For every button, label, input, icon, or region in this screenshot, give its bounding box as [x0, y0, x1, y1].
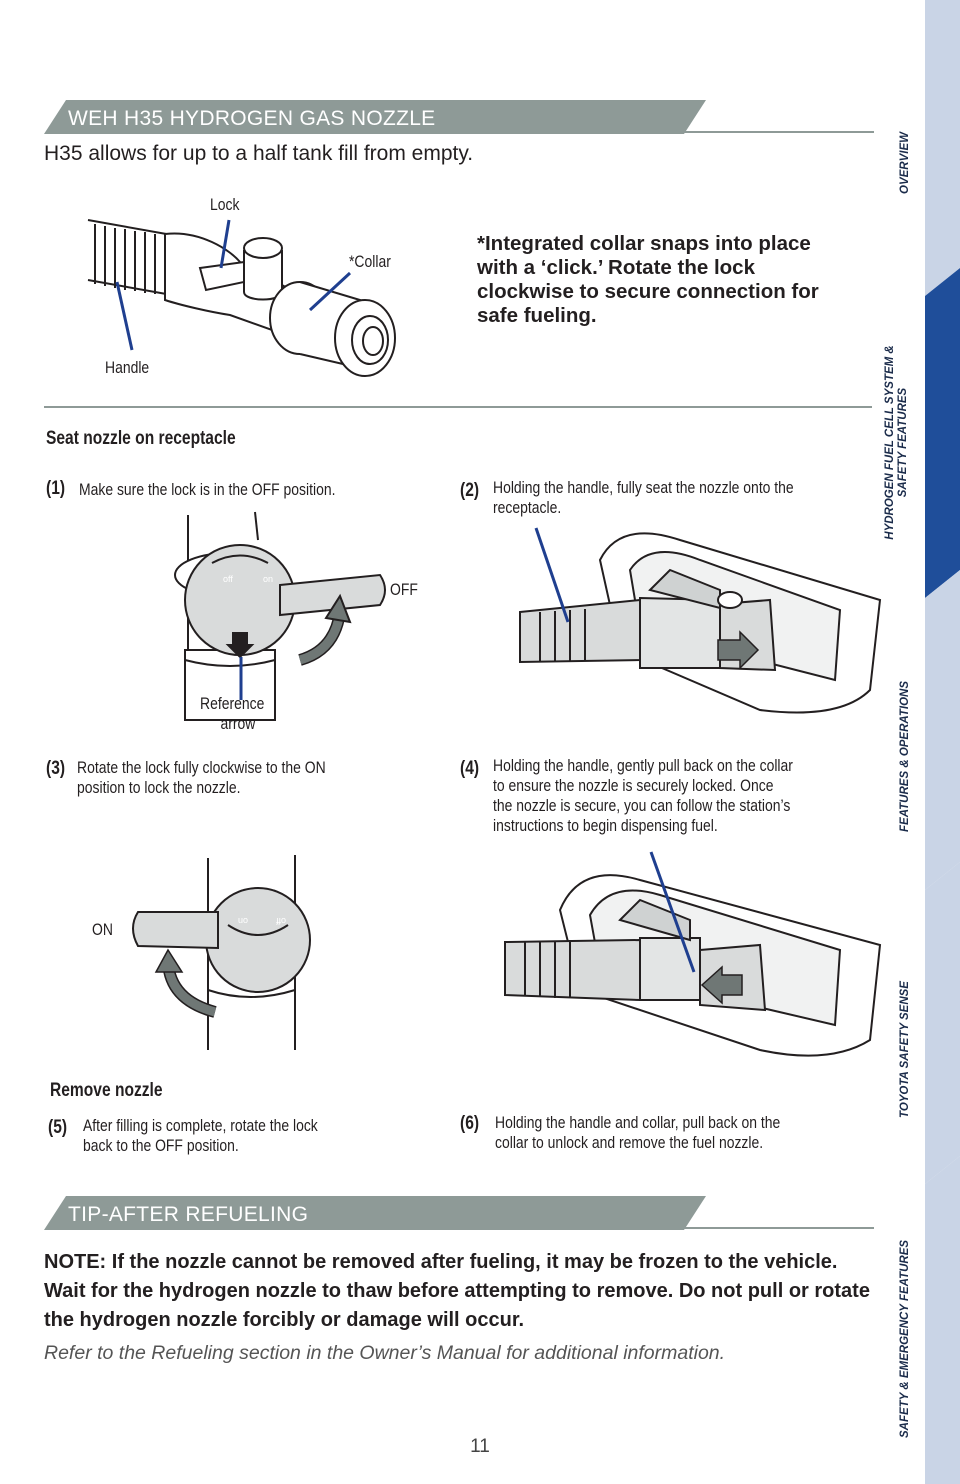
side-tab-bg	[925, 570, 960, 890]
step-line: position to lock the nozzle.	[77, 778, 241, 797]
banner-rule	[684, 131, 874, 133]
owners-manual-reference: Refer to the Refueling section in the Ow…	[44, 1342, 726, 1364]
lock-label: Lock	[210, 195, 240, 214]
side-nav	[925, 0, 960, 1484]
section-banner-nozzle: WEH H35 HYDROGEN GAS NOZZLE	[44, 100, 874, 134]
step-number: (5)	[48, 1117, 68, 1138]
step-line: Holding the handle and collar, pull back…	[495, 1113, 781, 1132]
step-text: Holding the handle and collar, pull back…	[495, 1113, 780, 1153]
banner-band	[44, 1196, 706, 1230]
collar-note-line: safe fueling.	[477, 304, 597, 327]
reference-arrow-line: Reference	[200, 694, 265, 713]
step-line: Make sure the lock is in the OFF positio…	[79, 480, 336, 499]
dial-off-text: off	[276, 916, 286, 926]
step-text: Holding the handle, gently pull back on …	[493, 756, 793, 836]
section-title: TIP-AFTER REFUELING	[68, 1203, 309, 1226]
on-label: ON	[92, 920, 113, 939]
step-line: the nozzle is secure, you can follow the…	[493, 796, 791, 815]
side-tab-bg	[925, 0, 960, 296]
handle-label: Handle	[105, 358, 150, 377]
collar-note: *Integrated collar snaps into place with…	[477, 232, 877, 328]
step-number: (6)	[460, 1113, 480, 1134]
step-line: Holding the handle, gently pull back on …	[493, 756, 793, 775]
step-text: Rotate the lock fully clockwise to the O…	[77, 758, 326, 798]
step-text: Holding the handle, fully seat the nozzl…	[493, 478, 794, 518]
side-nav-item-hydrogen-fuel-cell[interactable]: HYDROGEN FUEL CELL SYSTEM & SAFETY FEATU…	[884, 330, 910, 555]
side-nav-item-features-operations[interactable]: FEATURES & OPERATIONS	[899, 681, 911, 832]
step-line: After filling is complete, rotate the lo…	[83, 1116, 318, 1135]
remove-heading: Remove nozzle	[50, 1080, 163, 1101]
section-title: WEH H35 HYDROGEN GAS NOZZLE	[68, 107, 436, 130]
banner-band	[44, 100, 706, 134]
side-nav-item-toyota-safety-sense[interactable]: TOYOTA SAFETY SENSE	[899, 981, 911, 1118]
step-number: (2)	[460, 480, 480, 501]
page-number: 11	[470, 1436, 490, 1457]
step-line: to ensure the nozzle is securely locked.…	[493, 776, 774, 795]
seat-heading: Seat nozzle on receptacle	[46, 428, 236, 449]
step-line: instructions to begin dispensing fuel.	[493, 816, 718, 835]
side-tab-bg	[925, 862, 960, 1184]
step-number: (3)	[46, 758, 66, 779]
off-label: OFF	[390, 580, 418, 599]
step-line: receptacle.	[493, 498, 562, 517]
step-number: (1)	[46, 478, 66, 499]
step-number: (4)	[460, 758, 480, 779]
reference-arrow-line: arrow	[220, 714, 256, 733]
reference-arrow-label: Reference arrow	[200, 694, 264, 734]
frozen-nozzle-note: NOTE: If the nozzle cannot be removed af…	[44, 1251, 870, 1331]
dial-on-text: on	[238, 916, 248, 926]
banner-rule	[684, 1227, 874, 1229]
collar-note-line: with a ‘click.’ Rotate the lock	[477, 256, 755, 279]
collar-note-line: clockwise to secure connection for	[477, 280, 819, 303]
step-text: Make sure the lock is in the OFF positio…	[79, 480, 335, 500]
intro-text: H35 allows for up to a half tank fill fr…	[44, 142, 474, 165]
section-divider	[44, 406, 872, 408]
collar-note-line: *Integrated collar snaps into place	[477, 232, 811, 255]
step-line: back to the OFF position.	[83, 1136, 239, 1155]
dial-off-text: off	[223, 574, 233, 584]
side-tab-bg	[925, 1156, 960, 1484]
side-tab-bg-active	[925, 268, 960, 598]
step-line: collar to unlock and remove the fuel noz…	[495, 1133, 764, 1152]
step-line: Rotate the lock fully clockwise to the O…	[77, 758, 326, 777]
dial-on-text: on	[263, 574, 273, 584]
side-nav-label-text: HYDROGEN FUEL CELL SYSTEM & SAFETY FEATU…	[884, 345, 909, 540]
step-text: After filling is complete, rotate the lo…	[83, 1116, 318, 1156]
side-nav-item-overview[interactable]: OVERVIEW	[899, 132, 911, 194]
step-line: Holding the handle, fully seat the nozzl…	[493, 478, 794, 497]
side-nav-item-safety-emergency[interactable]: SAFETY & EMERGENCY FEATURES	[899, 1239, 911, 1438]
collar-label: *Collar	[349, 252, 391, 271]
side-nav-tabs	[925, 0, 960, 1484]
section-banner-tip: TIP-AFTER REFUELING	[44, 1196, 874, 1230]
